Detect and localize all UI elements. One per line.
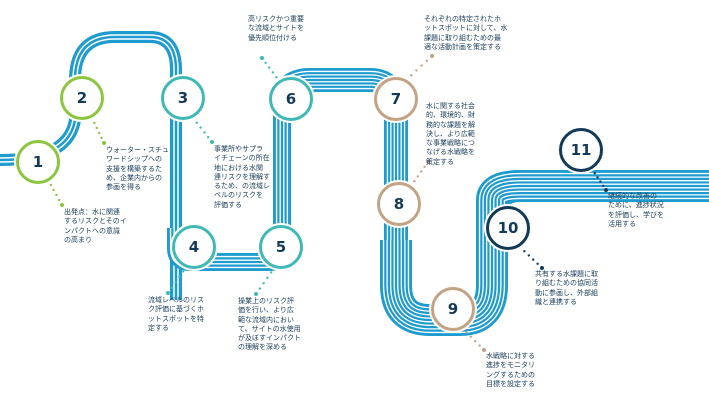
step-4-description: 流域レベルのリス ク評価に基づくホ ットスポットを特 定する: [148, 296, 204, 332]
connector-dot-10: [527, 254, 530, 257]
connector-dot-4: [174, 281, 177, 284]
connector-dot-11: [596, 176, 599, 179]
step-number: 5: [275, 238, 287, 256]
step-2-description: ウォーター・スチュ ワードシップへの 支援を構築するた め、企業内からの 参画を…: [106, 146, 169, 192]
connector-dot-10: [532, 258, 535, 261]
connector-dot-11: [593, 172, 596, 175]
step-number: 2: [76, 89, 88, 107]
connector-dot-2: [95, 126, 99, 130]
connector-dot-2: [93, 121, 96, 125]
connector-dot-6: [264, 61, 267, 64]
step-number: 7: [390, 90, 402, 108]
connector-dot-8: [423, 165, 426, 168]
connector-dot-10: [536, 262, 539, 265]
step-7: 7: [374, 77, 418, 121]
step-10-description: 共有する水課題に取 り組むための協同活 動に参画し、外部組 織と連携する: [535, 270, 598, 306]
step-10: 10: [486, 206, 530, 250]
step-11: 11: [559, 128, 603, 172]
connector-dot-4: [182, 270, 185, 273]
connector-dot-6: [268, 66, 271, 69]
connector-dot-8: [426, 160, 430, 164]
step-number: 11: [570, 141, 592, 159]
river-segment-e-band-4: [490, 184, 521, 220]
connector-dot-7: [425, 59, 428, 62]
connector-dot-3: [210, 140, 214, 144]
connector-dot-10: [523, 250, 526, 253]
step-number: 9: [447, 300, 459, 318]
step-number: 6: [285, 90, 297, 108]
connector-dot-1: [49, 183, 52, 187]
step-4: 4: [172, 225, 216, 269]
connector-dot-10: [540, 266, 544, 270]
step-9: 9: [431, 287, 475, 331]
connector-dot-3: [199, 126, 202, 129]
step-5-description: 操業上のリスク評 価を行い、より広 範な流域内におい て、サイトの水使用 が及ぼ…: [238, 297, 301, 352]
connector-dot-9: [482, 348, 486, 352]
step-number: 1: [32, 153, 44, 171]
connector-dot-7: [415, 69, 418, 72]
step-number: 8: [393, 195, 405, 213]
connector-dot-4: [166, 291, 170, 295]
connector-dot-9: [465, 331, 468, 334]
connector-dot-1: [52, 188, 55, 192]
connector-dot-1: [58, 198, 61, 202]
step-3-description: 事業所やサプラ イチェーンの所在 地における水関 連リスクを理解す るため、の流…: [214, 145, 270, 209]
step-number: 4: [188, 238, 200, 256]
connector-dot-8: [416, 175, 419, 178]
connector-dot-6: [275, 76, 278, 79]
connector-dot-7: [420, 64, 423, 67]
connector-dot-3: [203, 131, 206, 134]
step-3: 3: [161, 76, 205, 120]
step-6-description: 高リスクかつ重要 な流域とサイトを 優先順位付ける: [248, 15, 304, 42]
connector-dot-8: [420, 170, 423, 173]
step-7-description: それぞれの特定されたホ ットスポットに対して、水 課題に取り組むための最 適な活…: [424, 15, 508, 51]
step-1-description: 出発点：水に関連 するリスクとそのイ ンパクトへの意識 の高まり: [64, 208, 127, 244]
connector-dot-11: [602, 184, 605, 187]
connector-dot-5: [262, 282, 265, 285]
step-6: 6: [269, 77, 313, 121]
step-9-description: 水戦略に対する 進捗をモニタリ ングするための 目標を設定する: [486, 352, 535, 388]
step-8-description: 水に関する社会 的、環境的、財 務的な課題を解 決し、より広範 な事業戦略につ …: [426, 102, 475, 166]
connector-dots: [46, 54, 608, 352]
connector-dot-5: [266, 276, 269, 279]
connector-dot-5: [254, 292, 258, 296]
connector-dot-6: [260, 56, 264, 60]
connector-dot-1: [55, 193, 58, 197]
step-8: 8: [377, 182, 421, 226]
connector-dot-2: [102, 141, 106, 145]
connector-dot-4: [178, 275, 181, 278]
connector-dot-11: [599, 180, 602, 183]
connector-dot-3: [207, 136, 210, 139]
step-1: 1: [16, 140, 60, 184]
step-2: 2: [60, 76, 104, 120]
connector-dot-11: [604, 188, 608, 192]
connector-dot-4: [170, 286, 173, 289]
connector-dot-5: [270, 271, 273, 274]
connector-dot-9: [469, 335, 472, 338]
connector-dot-1: [60, 203, 64, 207]
connector-dot-7: [430, 54, 434, 58]
connector-dot-2: [98, 131, 101, 135]
connector-dot-3: [195, 121, 198, 125]
connector-dot-2: [100, 136, 103, 140]
connector-dot-5: [258, 287, 261, 290]
step-5: 5: [259, 225, 303, 269]
connector-dot-9: [478, 344, 481, 347]
connector-dot-8: [413, 180, 416, 183]
connector-dot-6: [271, 71, 274, 74]
step-number: 3: [177, 89, 189, 107]
step-11-description: 継続的な改善の ために、進捗状況 を評価し、学びを 活用する: [608, 192, 664, 228]
connector-dot-7: [410, 74, 413, 77]
connector-dot-9: [474, 340, 477, 343]
step-number: 10: [497, 219, 519, 237]
